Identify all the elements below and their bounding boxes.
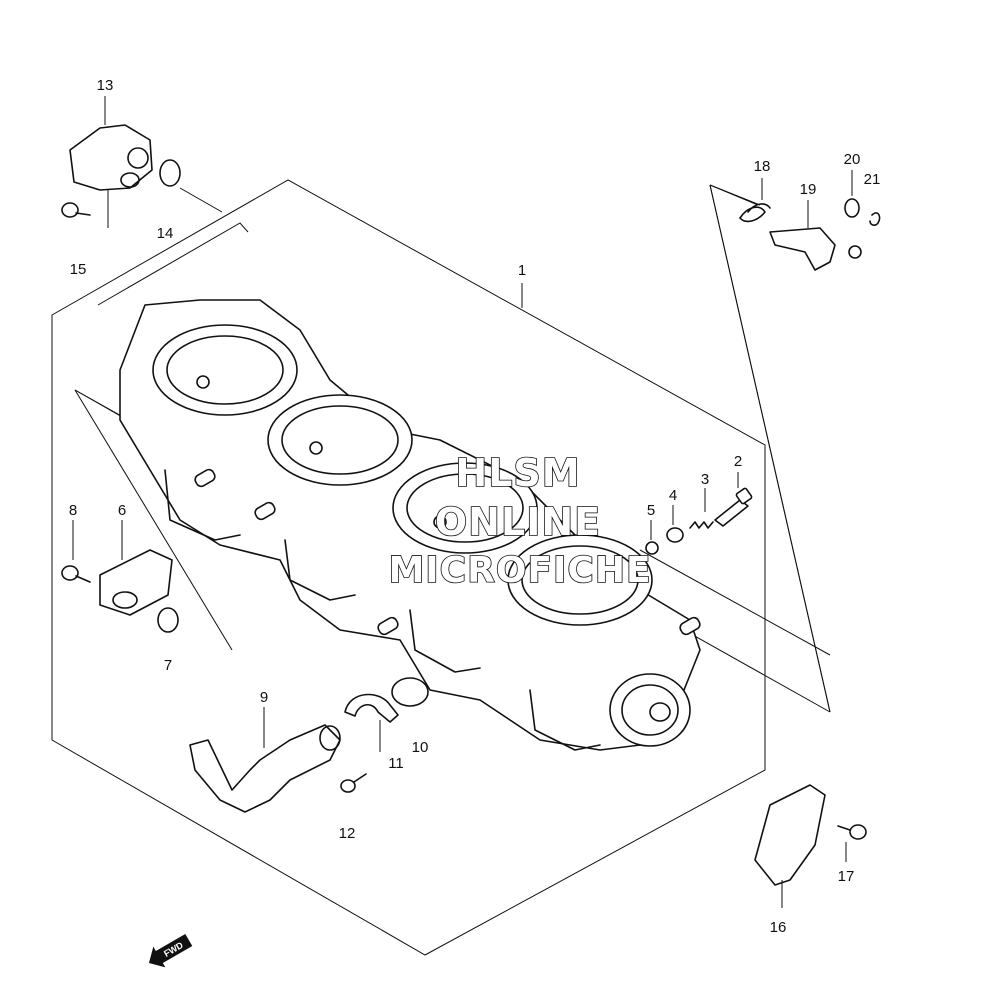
bracket-line (74, 389, 233, 651)
part-11-clamp (344, 693, 399, 723)
watermark-line-2: ONLINE (435, 500, 601, 544)
throttle-body-assembly (119, 299, 701, 751)
callout-4: 4 (669, 487, 677, 504)
part-8-screw (61, 565, 91, 583)
callout-9: 9 (260, 689, 268, 706)
part-19-lever (769, 227, 836, 271)
callout-10: 10 (412, 739, 429, 756)
bracket-line (709, 184, 761, 206)
part-4-washer (666, 527, 684, 543)
callout-15: 15 (70, 261, 87, 278)
bracket-line (709, 184, 831, 713)
callout-14: 14 (157, 225, 174, 242)
part-17-bolt (837, 824, 867, 840)
callout-20: 20 (844, 151, 861, 168)
callout-6: 6 (118, 502, 126, 519)
part-12-bolt (340, 773, 367, 793)
part-21-clip (869, 212, 881, 226)
callout-19: 19 (800, 181, 817, 198)
callout-18: 18 (754, 158, 771, 175)
part-20-washer (844, 198, 860, 218)
part-18-spring (739, 203, 771, 223)
callout-3: 3 (701, 471, 709, 488)
callout-12: 12 (339, 825, 356, 842)
linkage-bolt (848, 245, 862, 259)
part-15-screw (61, 202, 91, 218)
watermark-line-1: HLSM (455, 451, 580, 495)
part-2-screw (714, 487, 753, 527)
bracket-line (639, 549, 831, 656)
callout-1: 1 (518, 262, 526, 279)
frame-inset-line (97, 222, 249, 306)
part-10-o-ring (391, 677, 429, 707)
callout-21: 21 (864, 171, 881, 188)
callout-8: 8 (69, 502, 77, 519)
part-13-sensor (69, 124, 153, 191)
watermark-line-3: MICROFICHE (388, 550, 651, 591)
part-9-sensor (189, 724, 341, 813)
callout-17: 17 (838, 868, 855, 885)
part-14-o-ring (159, 159, 181, 187)
assembly-outline-frame (51, 179, 766, 956)
callout-11: 11 (388, 755, 404, 772)
callout-13: 13 (97, 77, 114, 94)
callout-2: 2 (734, 453, 742, 470)
callout-5: 5 (647, 502, 655, 519)
part-3-spring (689, 521, 714, 529)
part-6-sensor (99, 549, 173, 616)
fwd-arrow-icon: FWD (148, 933, 193, 968)
bracket-line (179, 187, 223, 213)
callout-7: 7 (164, 657, 172, 674)
part-16-bracket (754, 784, 826, 886)
callout-16: 16 (770, 919, 787, 936)
part-5-o-ring (645, 541, 659, 555)
part-7-o-ring (157, 607, 179, 633)
